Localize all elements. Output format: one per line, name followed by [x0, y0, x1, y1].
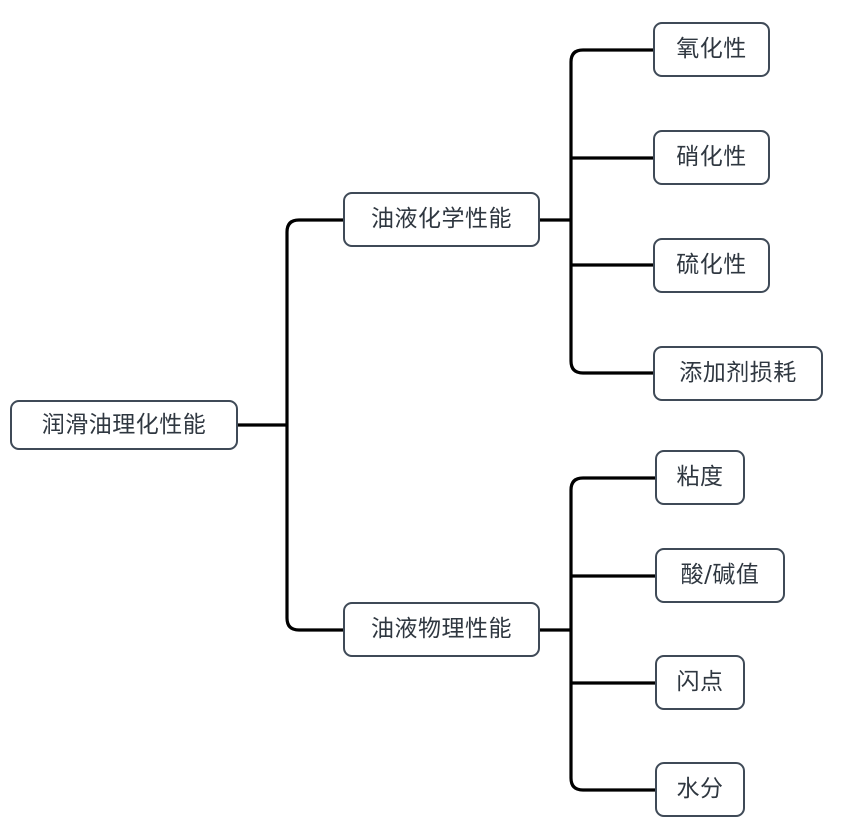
node-sulfation-label: 硫化性: [676, 252, 747, 278]
node-flash-point-label: 闪点: [676, 669, 724, 695]
node-additive-depletion[interactable]: 添加剂损耗: [653, 346, 823, 401]
node-viscosity-label: 粘度: [676, 464, 724, 490]
node-water-content-label: 水分: [676, 776, 724, 802]
node-chemical-properties[interactable]: 油液化学性能: [343, 192, 540, 247]
node-physical-properties-label: 油液物理性能: [371, 616, 512, 642]
node-oxidation-label: 氧化性: [676, 36, 747, 62]
node-viscosity[interactable]: 粘度: [655, 450, 745, 505]
connector-root-to-chemical: [285, 218, 343, 425]
node-additive-depletion-label: 添加剂损耗: [679, 360, 797, 386]
node-acid-base-value-label: 酸/碱值: [680, 562, 760, 588]
connector-chemical-to-additive: [569, 360, 653, 375]
connector-chemical-to-oxidation: [569, 48, 653, 63]
node-nitration-label: 硝化性: [676, 144, 747, 170]
node-chemical-properties-label: 油液化学性能: [371, 206, 512, 232]
node-physical-properties[interactable]: 油液物理性能: [343, 602, 540, 657]
node-flash-point[interactable]: 闪点: [655, 655, 745, 710]
connector-physical-to-water: [569, 777, 655, 792]
node-root-label: 润滑油理化性能: [41, 411, 207, 438]
node-acid-base-value[interactable]: 酸/碱值: [655, 548, 785, 603]
node-nitration[interactable]: 硝化性: [653, 130, 770, 185]
connector-physical-to-viscosity: [569, 476, 655, 491]
connector-root-to-physical: [285, 425, 343, 632]
node-sulfation[interactable]: 硫化性: [653, 238, 770, 293]
node-water-content[interactable]: 水分: [655, 762, 745, 817]
node-root[interactable]: 润滑油理化性能: [10, 400, 238, 450]
node-oxidation[interactable]: 氧化性: [653, 22, 770, 77]
